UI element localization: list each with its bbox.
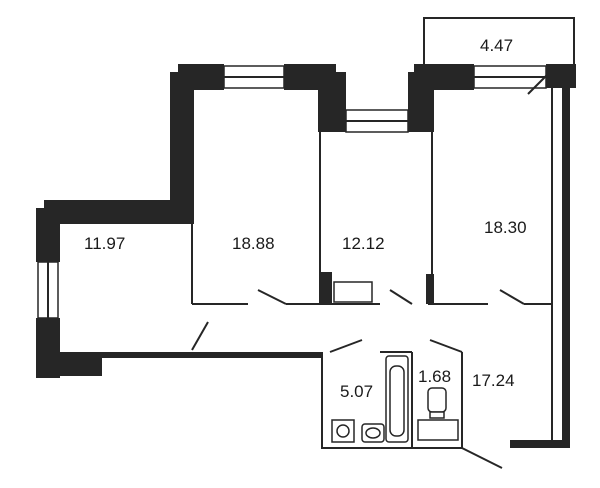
area-balcony: 4.47 <box>480 36 513 55</box>
door-kitchen <box>389 289 413 305</box>
area-left-room: 11.97 <box>84 234 125 253</box>
door-bedroom2 <box>499 289 525 305</box>
wall-left-room-bottom <box>36 352 102 376</box>
wall-corridor-bottom <box>102 352 322 358</box>
wall-right <box>562 86 570 448</box>
wall-bedroom1-top-left <box>178 64 224 90</box>
wall-left-room-top <box>44 200 188 260</box>
toilet-bowl <box>427 387 447 413</box>
balcony-door <box>527 73 549 95</box>
area-bedroom-1: 18.88 <box>232 234 275 253</box>
bathroom-fixtures <box>331 355 459 443</box>
exterior-walls <box>36 64 576 448</box>
area-bedroom-2: 18.30 <box>484 218 527 237</box>
wall-bedroom1-left <box>170 72 194 224</box>
door-left-room <box>191 321 209 351</box>
toilet-sink <box>417 419 459 441</box>
wall-bedroom2-top-right <box>546 64 576 88</box>
kitchen-fixtures <box>320 272 434 304</box>
windows <box>37 65 547 319</box>
area-kitchen: 12.12 <box>342 234 385 253</box>
door-toilet <box>429 339 463 353</box>
wall-bedroom2-top-left <box>414 64 474 90</box>
door-entrance <box>461 447 503 469</box>
balcony-outline <box>423 17 575 64</box>
interior-walls <box>102 88 553 449</box>
area-bathroom: 5.07 <box>340 382 373 401</box>
area-hallway: 17.24 <box>472 371 515 390</box>
doors <box>191 289 525 469</box>
kitchen-sink <box>333 281 373 303</box>
door-bedroom1 <box>257 289 287 305</box>
area-toilet: 1.68 <box>418 367 451 386</box>
wall-left-room-left-upper <box>36 208 60 262</box>
door-bathroom <box>329 339 363 353</box>
wall-bedroom1-right-top <box>318 72 346 132</box>
wall-right-bottom <box>510 440 570 448</box>
